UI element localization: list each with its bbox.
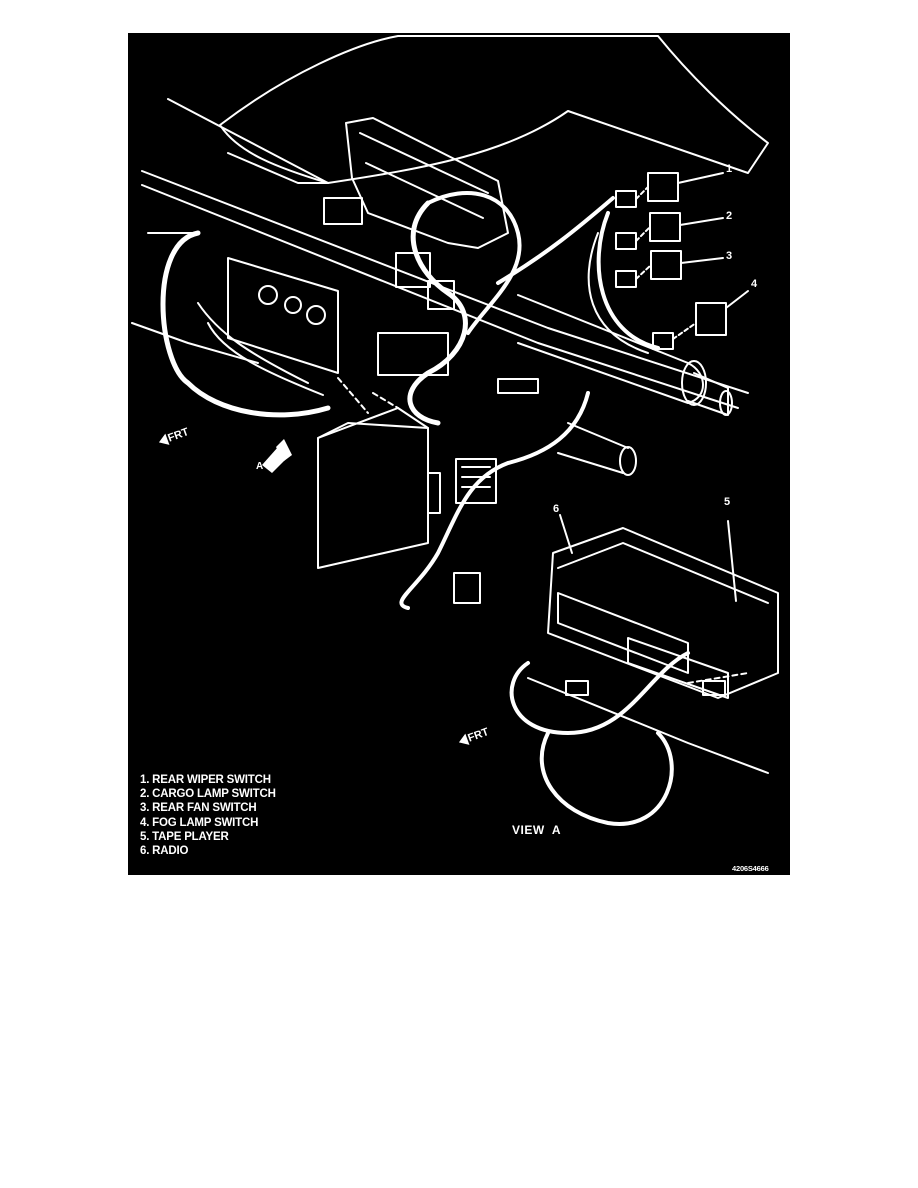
switch-3-plug [615,270,637,288]
legend-item: 6. RADIO [140,845,189,858]
switch-2-plug [615,232,637,250]
view-a-harness-loop [539,731,674,826]
dash-wiring-illustration [131,35,779,826]
switch-dashes [635,186,697,340]
wiring-diagram-panel: 1 2 3 4 5 6 A FRT FRT 1. REAR WIPER SWIT… [128,33,790,875]
view-a-marker: A [256,461,264,472]
column-end [681,360,707,406]
right-harness [496,196,615,285]
harness-connector [455,458,497,504]
lower-tube [557,422,629,474]
radio-bezel [547,527,779,699]
center-connector-4 [377,332,449,376]
callout-leader-6 [559,514,573,554]
center-connector-3 [427,280,455,310]
legend-item: 3. REAR FAN SWITCH [140,802,257,815]
center-connector-5 [497,378,539,394]
callout-6: 6 [553,503,560,515]
view-a-harness [509,651,690,735]
callout-2: 2 [726,210,733,222]
lower-harness [399,391,590,610]
switch-1-plug [615,190,637,208]
control-module [317,407,429,569]
view-a-connector-1 [565,680,589,696]
callout-4: 4 [751,278,758,290]
callout-leader-2 [679,217,724,226]
callout-1: 1 [726,163,733,175]
dash-rail-lower [141,184,739,409]
tape-player [627,637,729,699]
switch-4-body [695,302,727,336]
shaft-end [719,390,733,416]
dash-top-pad [219,35,769,184]
left-harness-loop [160,230,331,418]
switch-knob-2 [284,296,302,314]
legend-item: 1. REAR WIPER SWITCH [140,774,271,786]
harness-connector-ribs [461,466,491,488]
view-a-rail [527,677,769,774]
column-shaft [687,372,729,416]
switch-harness [596,211,660,350]
center-connector-2 [395,252,431,288]
radio-face [557,592,689,674]
callout-5: 5 [724,496,731,508]
switch-4-plug [652,332,674,350]
center-harness [407,200,468,426]
legend-item: 5. TAPE PLAYER [140,830,229,843]
cluster-housing [345,117,509,249]
legend-item: 2. CARGO LAMP SWITCH [140,788,276,801]
radio-top [557,542,769,604]
switch-1-body [647,172,679,202]
module-leader [337,377,399,414]
view-a-dash [687,672,749,684]
dash-rail-left [167,98,329,184]
callout-3: 3 [726,250,733,262]
module-tab [427,472,441,514]
callout-leader-1 [677,172,724,184]
headlamp-switch-panel [227,257,339,374]
switch-knob-1 [258,285,278,305]
switch-2-body [649,212,681,242]
center-harness-2 [426,191,522,335]
figure-id: 4206S4666 [732,864,769,873]
dash-bottom-edge [131,322,259,364]
switch-harness-b [587,232,649,354]
cluster-window [359,132,489,219]
dash-rail-upper [141,170,749,394]
switch-3-body [650,250,682,280]
control-module-top [317,422,429,439]
callout-leader-4 [725,290,749,309]
legend-item: 4. FOG LAMP SWITCH [140,816,259,829]
lower-tube-end [619,446,637,476]
left-harness-branch [207,322,324,396]
dash-top-lower-edge [227,152,329,184]
view-a-arrow [262,439,292,473]
left-harness-inner [197,302,309,384]
callout-leader-5 [727,520,737,602]
hanging-connector [453,572,481,604]
center-connector-1 [323,197,363,225]
view-a-connector-2 [702,680,726,696]
switch-knob-3 [306,305,326,325]
view-a-label: VIEW A [512,823,562,837]
legend: 1. REAR WIPER SWITCH 2. CARGO LAMP SWITC… [140,773,276,858]
callout-leader-3 [680,257,724,264]
